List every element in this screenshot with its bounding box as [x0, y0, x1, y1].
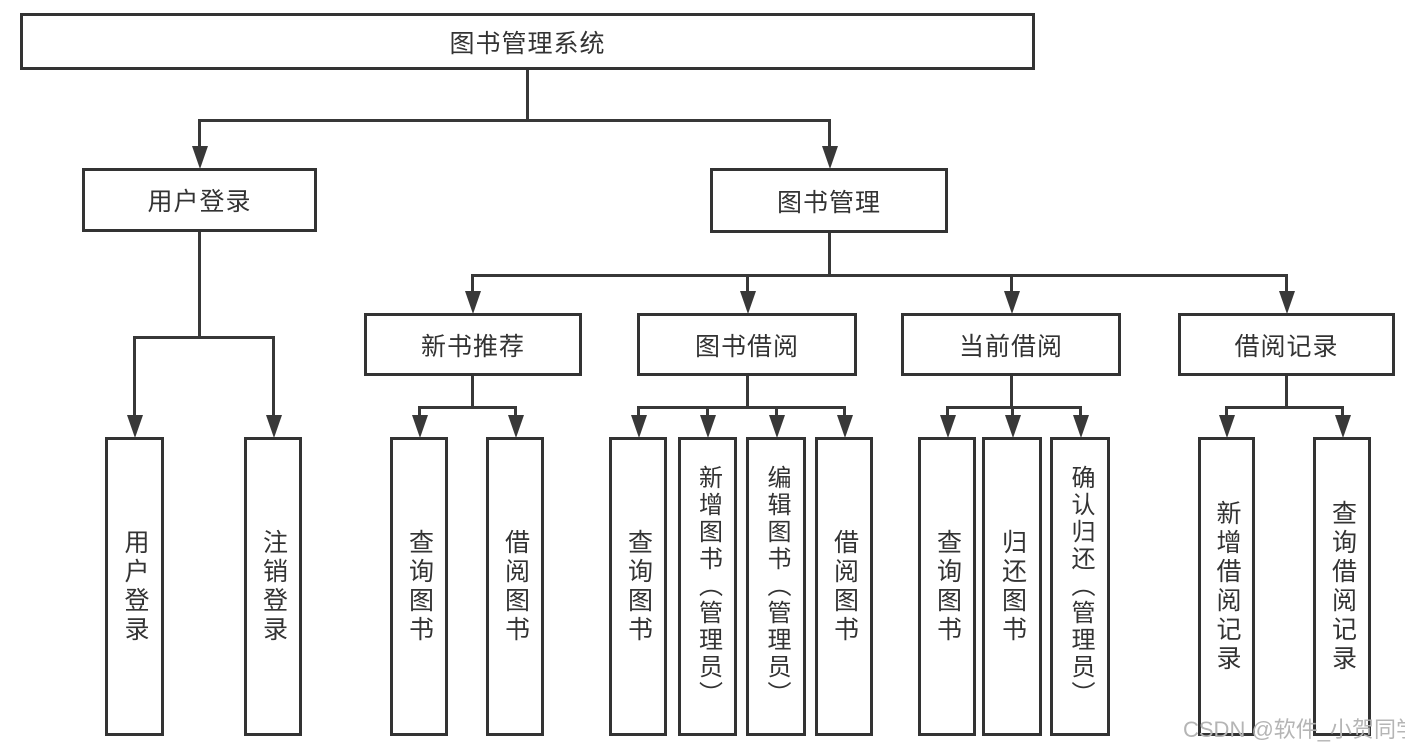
connector-line — [1010, 376, 1013, 408]
leaf-add-borrow-record: 新增借阅记录 — [1198, 437, 1255, 736]
node-book-borrow: 图书借阅 — [637, 313, 857, 376]
leaf-user-login: 用户登录 — [105, 437, 164, 736]
arrow-head — [1005, 415, 1021, 438]
arrow-head — [127, 415, 143, 438]
connector-line — [471, 274, 1288, 277]
csdn-watermark: CSDN @软件_小贺同学 — [1183, 717, 1405, 742]
arrow-head — [700, 415, 716, 438]
arrow-head — [465, 291, 481, 314]
connector-line — [843, 406, 846, 417]
connector-line — [471, 376, 474, 408]
connector-line — [1225, 406, 1344, 409]
arrow-head — [1279, 291, 1295, 314]
connector-line — [514, 406, 517, 417]
connector-line — [706, 406, 709, 417]
connector-line — [198, 119, 201, 148]
connector-line — [946, 406, 1082, 409]
connector-line — [198, 119, 831, 122]
connector-line — [828, 233, 831, 276]
connector-line — [1285, 274, 1288, 293]
connector-line — [272, 336, 275, 417]
connector-line — [133, 336, 275, 339]
leaf-borrow-book: 借阅图书 — [815, 437, 873, 736]
connector-line — [775, 406, 778, 417]
leaf-query-book-recommend: 查询图书 — [390, 437, 448, 736]
node-current-borrow: 当前借阅 — [901, 313, 1121, 376]
arrow-head — [1335, 415, 1351, 438]
node-new-book-recommend: 新书推荐 — [364, 313, 582, 376]
leaf-query-borrow-record: 查询借阅记录 — [1313, 437, 1371, 736]
node-book-management: 图书管理 — [710, 168, 948, 233]
connector-line — [526, 70, 529, 122]
connector-line — [1225, 406, 1228, 417]
arrow-head — [266, 415, 282, 438]
connector-line — [637, 406, 846, 409]
connector-line — [1285, 376, 1288, 408]
arrow-head — [508, 415, 524, 438]
connector-line — [418, 406, 517, 409]
connector-line — [746, 376, 749, 408]
node-borrow-records: 借阅记录 — [1178, 313, 1395, 376]
node-root: 图书管理系统 — [20, 13, 1035, 70]
connector-line — [1011, 406, 1014, 417]
connector-line — [637, 406, 640, 417]
arrow-head — [1004, 291, 1020, 314]
leaf-confirm-return-admin: 确认归还（管理员） — [1050, 437, 1110, 736]
connector-line — [828, 119, 831, 148]
arrow-head — [769, 415, 785, 438]
arrow-head — [631, 415, 647, 438]
arrow-head — [192, 146, 208, 169]
arrow-head — [1073, 415, 1089, 438]
connector-line — [471, 274, 474, 293]
connector-line — [198, 232, 201, 338]
leaf-query-book-borrow: 查询图书 — [609, 437, 667, 736]
connector-line — [1341, 406, 1344, 417]
node-user-login: 用户登录 — [82, 168, 317, 232]
connector-line — [1079, 406, 1082, 417]
connector-line — [946, 406, 949, 417]
arrow-head — [940, 415, 956, 438]
connector-line — [746, 274, 749, 293]
leaf-edit-book-admin: 编辑图书（管理员） — [746, 437, 806, 736]
leaf-return-book: 归还图书 — [982, 437, 1042, 736]
connector-line — [133, 336, 136, 417]
arrow-head — [822, 146, 838, 169]
leaf-logout: 注销登录 — [244, 437, 302, 736]
leaf-borrow-book-recommend: 借阅图书 — [486, 437, 544, 736]
arrow-head — [1219, 415, 1235, 438]
connector-line — [1010, 274, 1013, 293]
arrow-head — [412, 415, 428, 438]
connector-line — [418, 406, 421, 417]
leaf-add-book-admin: 新增图书（管理员） — [678, 437, 737, 736]
arrow-head — [837, 415, 853, 438]
leaf-query-book-current: 查询图书 — [918, 437, 976, 736]
arrow-head — [740, 291, 756, 314]
